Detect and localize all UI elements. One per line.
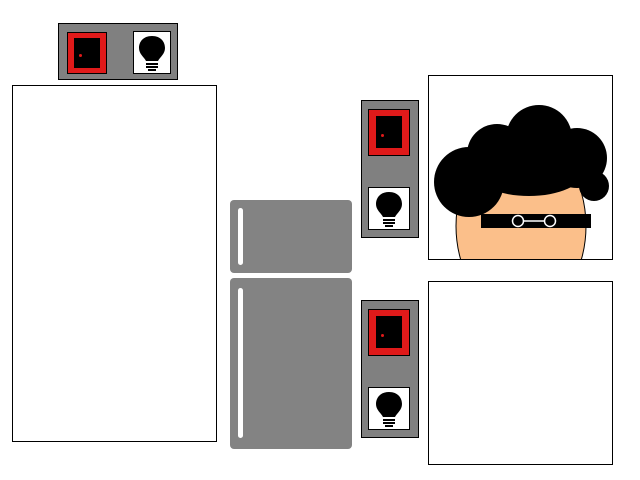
fridge-handle: [238, 288, 243, 438]
door-button-bottom-right[interactable]: [368, 309, 410, 356]
light-button-bottom-right[interactable]: [368, 387, 410, 430]
door-knob: [381, 334, 384, 337]
room-bottom-right: [428, 281, 613, 465]
lightbulb-icon: [139, 36, 165, 71]
light-button-left[interactable]: [133, 31, 171, 74]
door-knob: [381, 134, 384, 137]
door-icon: [74, 38, 100, 68]
lightbulb-icon: [376, 192, 402, 227]
fridge-main-door[interactable]: [230, 278, 352, 449]
door-icon: [376, 116, 402, 148]
glasses: [481, 214, 591, 228]
light-button-top-right[interactable]: [368, 187, 410, 230]
control-panel-top-right: [361, 100, 419, 238]
fridge-freezer-door[interactable]: [230, 200, 352, 273]
control-panel-left: [58, 23, 178, 80]
door-button-top-right[interactable]: [368, 109, 410, 156]
left-room-panel: [12, 85, 217, 442]
door-icon: [376, 316, 402, 348]
room-top-right: [428, 75, 613, 260]
control-panel-bottom-right: [361, 300, 419, 438]
door-button-left[interactable]: [67, 32, 107, 74]
lightbulb-icon: [376, 392, 402, 427]
freezer-handle: [238, 208, 243, 265]
door-knob: [79, 54, 82, 57]
person-with-glasses: [434, 105, 609, 259]
